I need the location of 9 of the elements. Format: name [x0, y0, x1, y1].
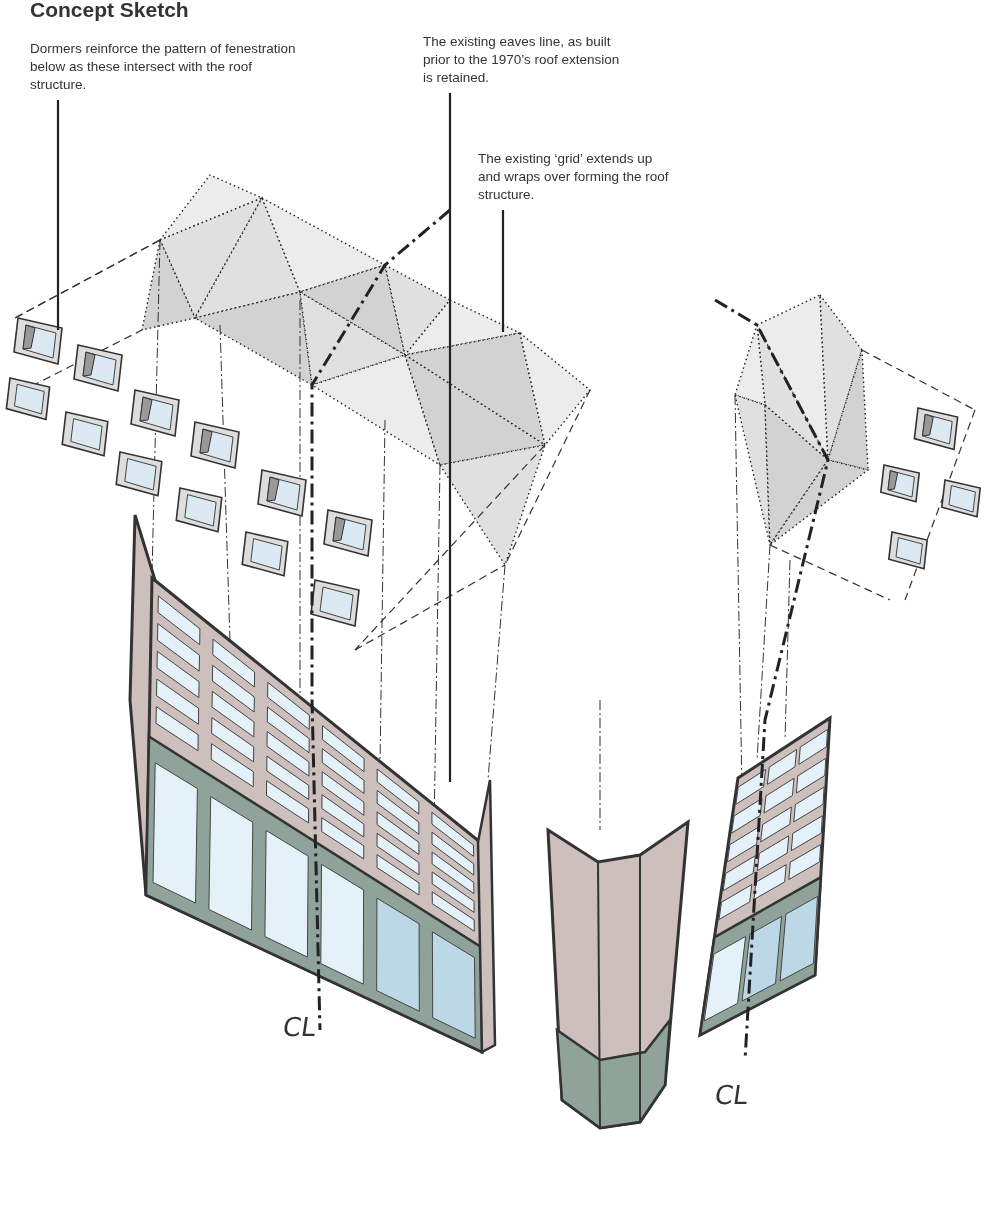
leader-line — [56, 100, 60, 330]
callout-text: The existing ‘grid’ extends up and wraps over forming the roof structure. — [478, 150, 670, 204]
leader-line — [501, 210, 505, 332]
title: Concept Sketch — [30, 0, 189, 22]
callout-text: The existing eaves line, as built prior to the 1970’s roof extension is retained. — [423, 33, 621, 87]
leader-line — [448, 93, 452, 782]
centre-line-label: CL — [712, 1080, 750, 1110]
callout-text: Dormers reinforce the pattern of fenestration below as these intersect with the roof structure. — [30, 40, 297, 94]
centre-line-label: CL — [280, 1012, 318, 1042]
